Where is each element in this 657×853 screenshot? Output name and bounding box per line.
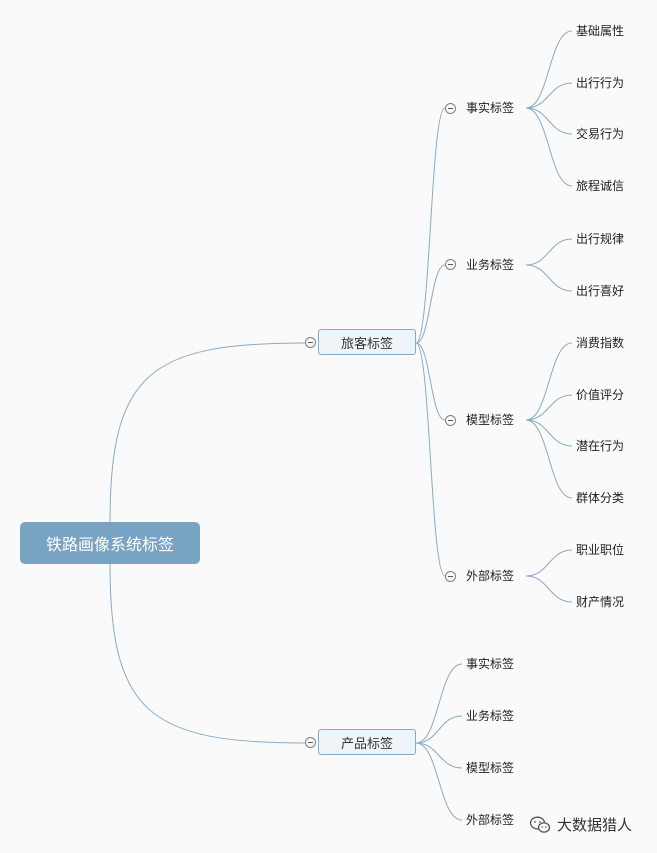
leaf-label[interactable]: 价值评分 (576, 388, 625, 402)
leaf-label[interactable]: 出行喜好 (576, 284, 625, 298)
leaf-label[interactable]: 基础属性 (576, 24, 625, 38)
leaf-label[interactable]: 消费指数 (576, 336, 625, 350)
connector-branch-group (415, 663, 463, 744)
connector-branch-group (415, 715, 463, 744)
group-label[interactable]: 模型标签 (466, 413, 515, 427)
root-node[interactable]: 铁路画像系统标签 (20, 522, 200, 564)
group-label[interactable]: 事实标签 (466, 101, 515, 115)
connector-group-leaf (525, 30, 573, 109)
connector-group-leaf (525, 549, 573, 577)
connector-branch-group (415, 742, 463, 821)
connector-group-leaf (525, 82, 573, 109)
connector-group-leaf (525, 575, 573, 603)
root-node-label: 铁路画像系统标签 (45, 535, 174, 554)
connector-branch-group (415, 107, 446, 344)
connector-group-leaf (525, 107, 573, 187)
connector-group-leaf (525, 419, 573, 499)
connector-group-leaf (525, 238, 573, 266)
leaf-label[interactable]: 旅程诚信 (576, 179, 625, 193)
collapse-toggle-passenger-model[interactable] (445, 415, 456, 426)
leaf-label[interactable]: 财产情况 (576, 595, 625, 609)
connector-group-leaf (525, 264, 573, 292)
leaf-label[interactable]: 出行行为 (576, 76, 625, 90)
leaf-label[interactable]: 职业职位 (576, 543, 625, 557)
collapse-toggle-passenger[interactable] (305, 337, 316, 348)
group-label[interactable]: 外部标签 (466, 569, 515, 583)
watermark: 大数据猎人 (529, 814, 632, 835)
connector-group-leaf (525, 342, 573, 421)
connector-group-leaf (525, 394, 573, 421)
leaf-label[interactable]: 出行规律 (576, 232, 625, 246)
collapse-toggle-passenger-fact[interactable] (445, 103, 456, 114)
connector-root-passenger (109, 342, 306, 523)
branch-label: 产品标签 (340, 736, 393, 752)
group-label[interactable]: 业务标签 (466, 258, 515, 272)
branch-node-product[interactable]: 产品标签 (318, 729, 416, 755)
collapse-toggle-passenger-business[interactable] (445, 259, 456, 270)
group-label[interactable]: 外部标签 (466, 813, 515, 827)
collapse-toggle-product[interactable] (305, 737, 316, 748)
connector-root-product (109, 563, 306, 744)
group-label[interactable]: 模型标签 (466, 761, 515, 775)
branch-node-passenger[interactable]: 旅客标签 (318, 329, 416, 355)
connector-branch-group (415, 264, 446, 344)
connector-group-leaf (525, 419, 573, 447)
group-label[interactable]: 业务标签 (466, 709, 515, 723)
branch-label: 旅客标签 (340, 336, 393, 352)
collapse-toggle-passenger-external[interactable] (445, 571, 456, 582)
connector-branch-group (415, 742, 463, 769)
connector-branch-group (415, 342, 446, 421)
watermark-text: 大数据猎人 (557, 816, 633, 834)
group-label[interactable]: 事实标签 (466, 657, 515, 671)
connector-group-leaf (525, 107, 573, 135)
leaf-label[interactable]: 群体分类 (576, 491, 625, 505)
leaf-label[interactable]: 潜在行为 (576, 439, 625, 453)
connector-branch-group (415, 342, 446, 577)
leaf-label[interactable]: 交易行为 (576, 127, 625, 141)
wechat-icon (529, 816, 551, 833)
